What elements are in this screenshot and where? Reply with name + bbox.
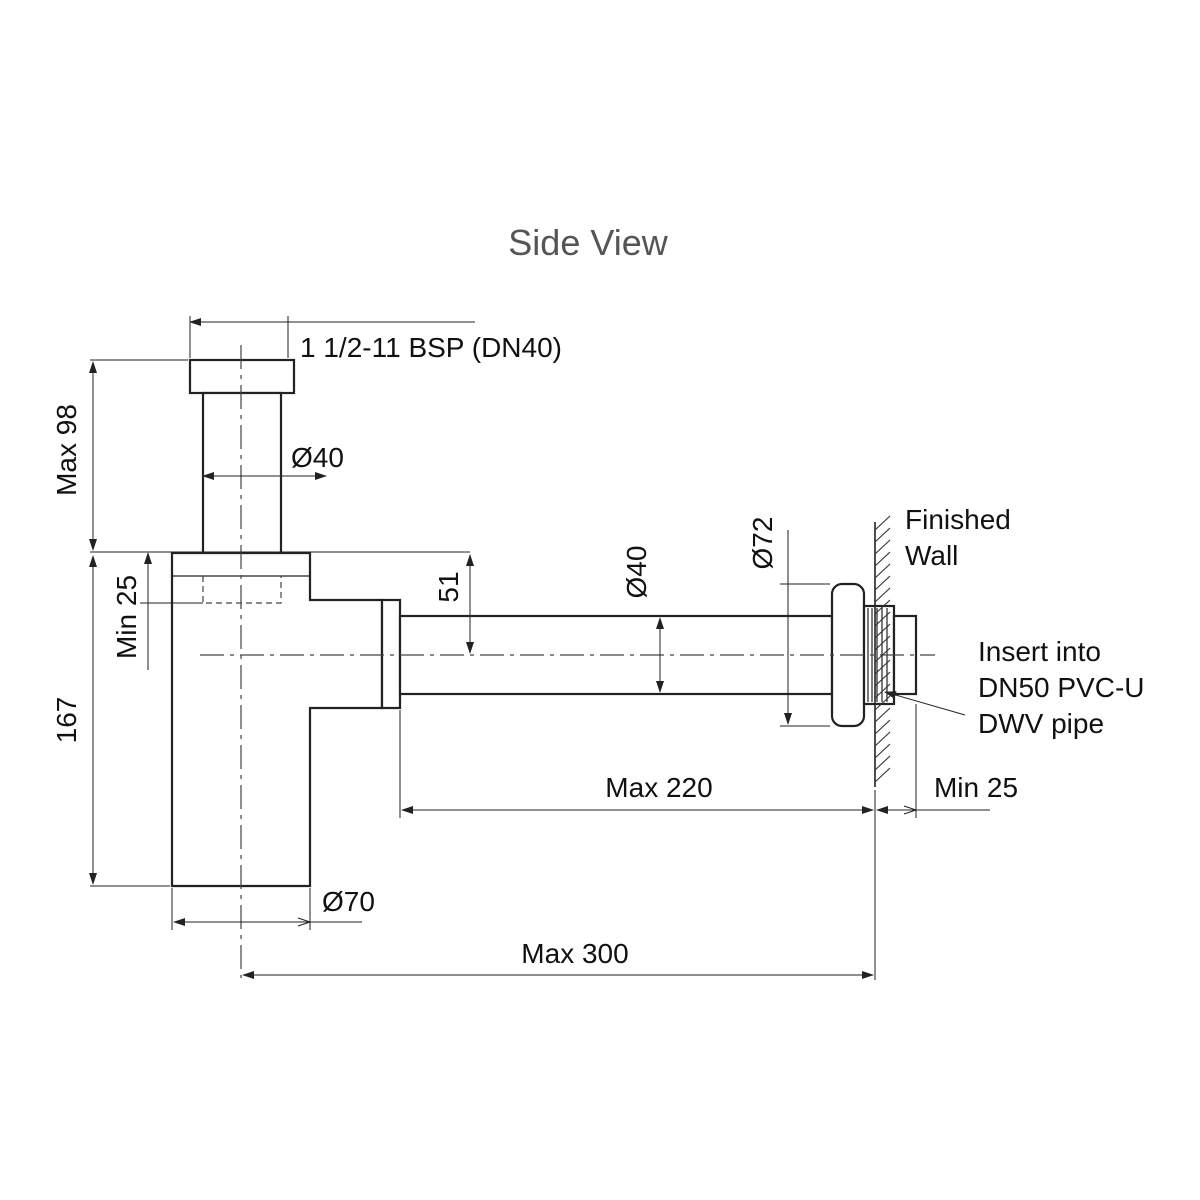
hatch-line (874, 659, 891, 675)
inlet-cap (188, 358, 296, 395)
drawing-title: Side View (508, 222, 668, 263)
hatch-line (874, 683, 891, 699)
min25-right-label: Min 25 (934, 772, 1018, 803)
hatch-line (874, 611, 891, 627)
min25-left-label: Min 25 (111, 575, 142, 659)
wall-label: Wall (905, 540, 958, 571)
insert-leader-line (884, 691, 966, 716)
hatch-line (874, 599, 891, 615)
max220-label: Max 220 (605, 772, 712, 803)
outlet-nut (380, 598, 402, 710)
hatch-line (874, 635, 891, 651)
hatch-line (874, 719, 891, 735)
hatch-line (874, 743, 891, 759)
body-dia-label: Ø70 (322, 886, 375, 917)
hatch-line (874, 707, 891, 723)
max98-label: Max 98 (51, 404, 82, 496)
flange-dia-label: Ø72 (747, 517, 778, 570)
dip-tube-hidden (202, 576, 282, 604)
hatch-line (874, 575, 891, 591)
hatch-line (874, 515, 891, 531)
hatch-line (874, 755, 891, 771)
hatch-line (874, 527, 891, 543)
hatch-line (874, 767, 891, 783)
hatch-line (874, 539, 891, 555)
dim167-label: 167 (51, 697, 82, 744)
hatch-line (874, 671, 891, 687)
finished-label: Finished (905, 504, 1011, 535)
hatch-line (874, 623, 891, 639)
insert-label-line1: Insert into (978, 636, 1101, 667)
hatch-line (874, 647, 891, 663)
inlet-dia-label: Ø40 (291, 442, 344, 473)
hatch-line (874, 587, 891, 603)
hatch-line (874, 563, 891, 579)
thread-label: 1 1/2-11 BSP (DN40) (300, 332, 562, 363)
insert-label-line3: DWV pipe (978, 708, 1104, 739)
insert-label-line2: DN50 PVC-U (978, 672, 1144, 703)
trap-assembly (170, 358, 918, 888)
hatch-line (874, 731, 891, 747)
dim51-label: 51 (433, 571, 464, 602)
inlet-tube (201, 391, 283, 555)
arm-dia-label: Ø40 (621, 546, 652, 599)
max300-label: Max 300 (521, 938, 628, 969)
hatch-line (874, 551, 891, 567)
